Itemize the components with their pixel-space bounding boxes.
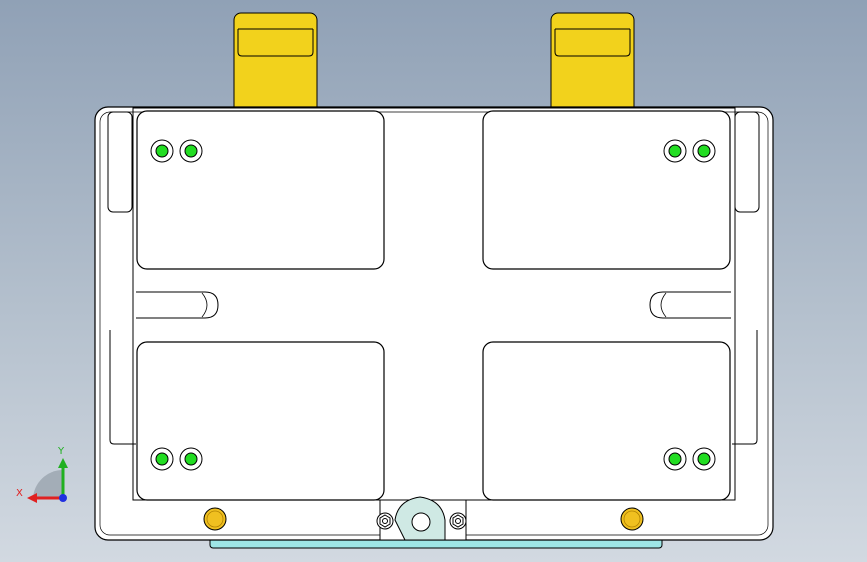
green-hole-icon <box>663 139 687 163</box>
center-bracket <box>376 496 467 541</box>
side-rail-left-bottom <box>109 330 136 445</box>
coordinate-triad-icon <box>27 458 68 503</box>
bushing-icon <box>203 507 227 531</box>
green-hole-icon <box>150 139 174 163</box>
cross-carrier <box>132 107 736 501</box>
green-hole-icon <box>150 447 174 471</box>
green-hole-icon <box>179 139 203 163</box>
green-hole-icon <box>692 139 716 163</box>
holes-bottom-right <box>663 447 716 471</box>
y-axis-label: Y <box>57 446 65 457</box>
holes-top-right <box>663 139 716 163</box>
green-hole-icon <box>663 447 687 471</box>
side-rail-right-bottom <box>732 330 758 445</box>
screw-head-icon <box>449 512 467 530</box>
slot-right-inner <box>660 292 667 318</box>
side-rail-left-top <box>107 111 133 213</box>
green-hole-icon <box>179 447 203 471</box>
holes-top-left <box>150 139 203 163</box>
green-hole-icon <box>692 447 716 471</box>
holes-bottom-left <box>150 447 203 471</box>
slot-left <box>136 291 219 319</box>
x-axis-label: X <box>16 488 23 499</box>
yellow-tab-right <box>550 12 635 122</box>
screw-head-icon <box>376 512 394 530</box>
slot-left-inner <box>201 292 208 318</box>
bushing-icon <box>620 507 644 531</box>
slot-right <box>649 291 731 319</box>
